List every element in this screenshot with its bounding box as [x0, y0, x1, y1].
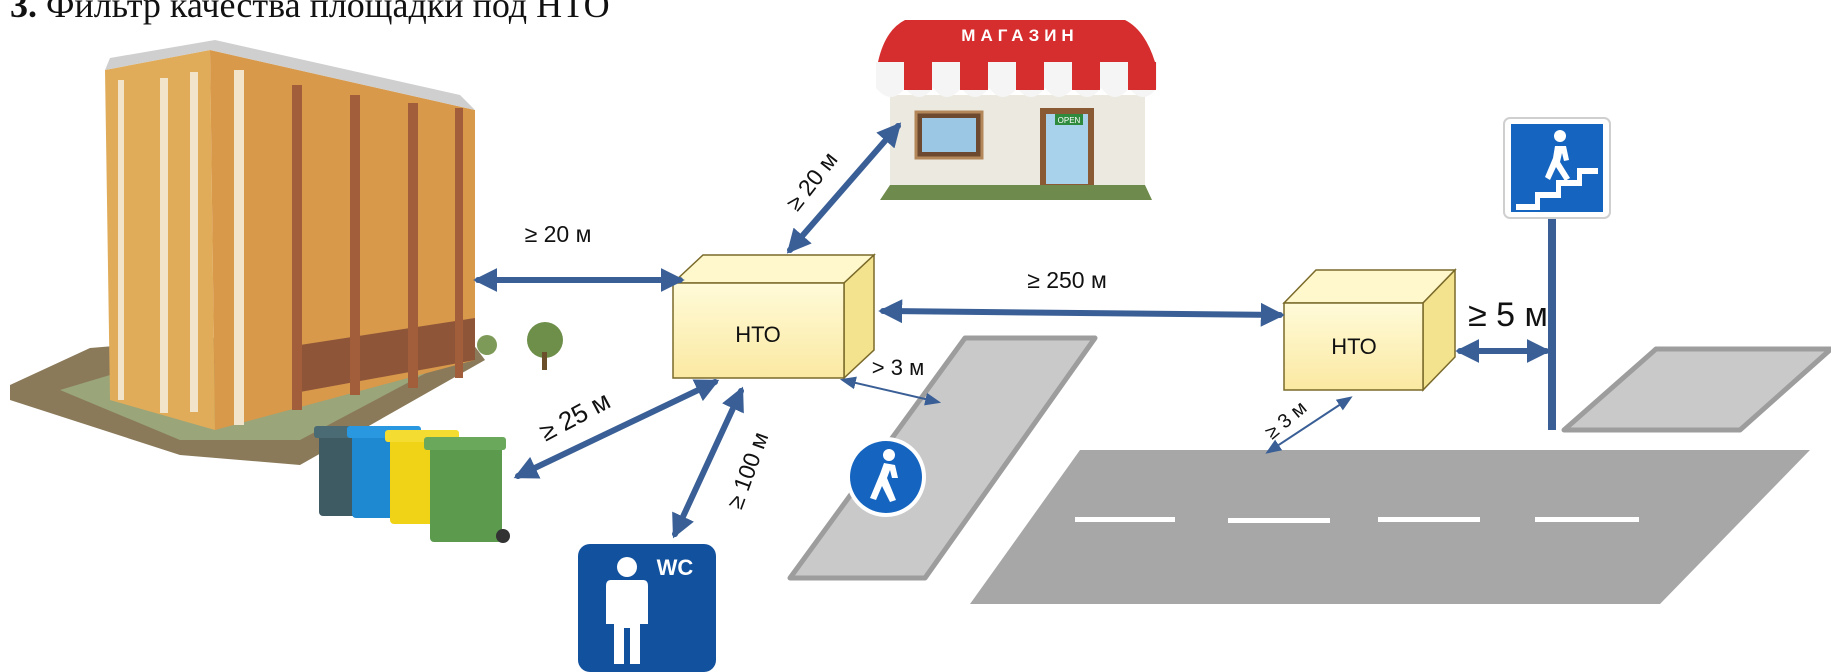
kiosk: НТО [671, 253, 876, 380]
page-title: 3. Фильтр качества площадки под НТО [10, 0, 610, 26]
road-marking [1075, 517, 1175, 522]
building-column [118, 80, 124, 400]
arrow-toilet [672, 386, 744, 539]
kiosk-label: НТО [735, 322, 780, 347]
sign-pole [1548, 216, 1556, 430]
building-column [190, 72, 198, 412]
pedestrian-sign-icon [846, 437, 926, 517]
crosswalk-square [1561, 346, 1831, 433]
building-column [455, 108, 463, 378]
road-marking [1535, 517, 1639, 522]
title-text: Фильтр качества площадки под НТО [46, 0, 610, 25]
building-column [350, 95, 360, 395]
open-sign [1055, 114, 1083, 125]
waste-bins-icon [314, 426, 510, 543]
open-sign-text: OPEN [1058, 116, 1081, 125]
building-column [408, 103, 418, 388]
road-marking [1378, 517, 1480, 522]
distance-kiosk-label: ≥ 250 м [1027, 267, 1107, 293]
distance-building-label: ≥ 20 м [525, 221, 592, 247]
arrow-kiosk-to-kiosk [878, 299, 1285, 327]
toilet-sign-label: WC [657, 555, 694, 580]
distance-road-label: ≥ 3 м [1261, 397, 1311, 444]
kiosk-label: НТО [1331, 334, 1376, 359]
distance-toilet-label: ≥ 100 м [722, 428, 774, 512]
underpass-sign-icon [1503, 117, 1611, 430]
building-column [292, 85, 302, 410]
apartment-building-icon [10, 40, 485, 465]
shop-icon: OPEN МАГАЗИН [876, 20, 1157, 200]
arrow-shop [786, 122, 902, 254]
distance-underpass-label: ≥ 5 м [1468, 296, 1548, 334]
shop-sign-text: МАГАЗИН [961, 26, 1078, 45]
road-marking [1228, 518, 1330, 523]
shop-sign-board [934, 21, 1106, 45]
arrow-road [1265, 396, 1353, 454]
tree-icon [477, 322, 563, 370]
title-number: 3. [10, 0, 37, 25]
pedestrian-path [787, 335, 1098, 581]
toilet-sign-icon: WC [578, 544, 716, 672]
building-column [234, 70, 244, 425]
kiosk: НТО [1282, 268, 1457, 392]
road [970, 450, 1810, 604]
distance-crosswalk-label: > 3 м [872, 355, 924, 380]
arrow-crosswalk [839, 376, 942, 406]
building-column [160, 78, 168, 413]
distance-shop-label: ≥ 20 м [781, 147, 843, 216]
